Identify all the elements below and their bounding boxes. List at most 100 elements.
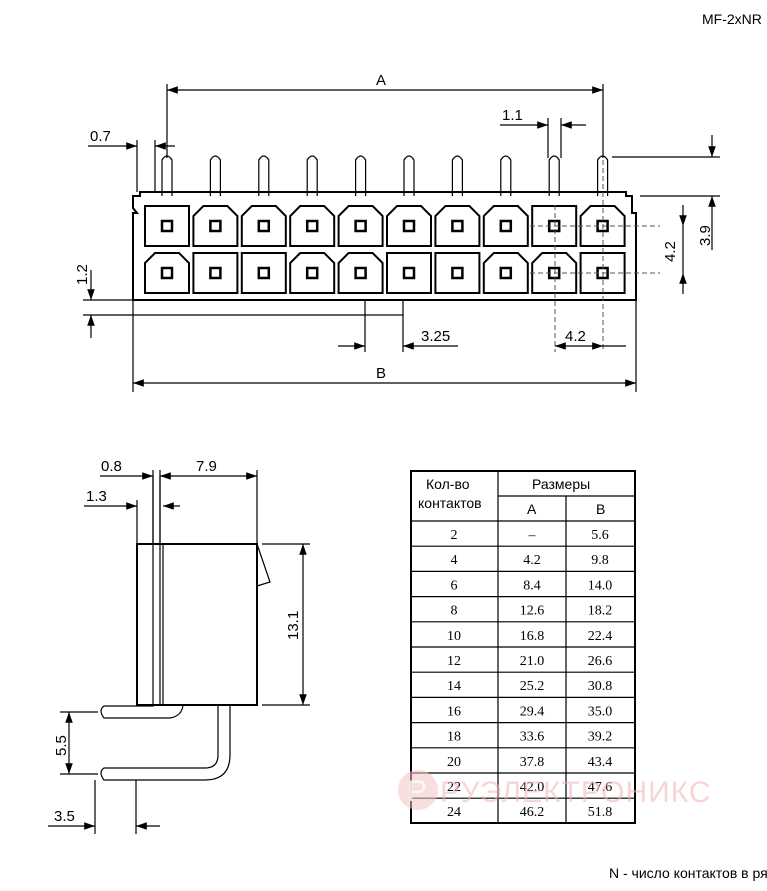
dim-5-5-label: 5.5 [53, 735, 70, 756]
watermark-logo: P [407, 775, 427, 808]
table-cell-a: 4.2 [523, 553, 541, 568]
contact-cavity [482, 205, 529, 247]
contact-terminal [257, 219, 271, 233]
contact-cavity [386, 252, 432, 294]
contact-cavity [192, 205, 239, 247]
contact-terminal [499, 219, 513, 233]
table-cell-n: 18 [447, 730, 461, 745]
contact-terminal [354, 219, 367, 233]
side-housing [136, 543, 258, 706]
table-header-b: B [596, 501, 605, 517]
table-cell-a: 29.4 [520, 704, 545, 719]
latch-nub [364, 299, 404, 316]
pin-short [100, 704, 184, 719]
table-cell-a: 8.4 [523, 578, 541, 593]
table-cell-b: 9.8 [591, 553, 609, 568]
table-cell-a: 21.0 [520, 654, 545, 669]
dim-3-5-label: 3.5 [54, 808, 75, 825]
pin [258, 155, 270, 196]
dim-0-7-label: 0.7 [90, 128, 111, 145]
contact-cavity [289, 205, 336, 247]
contact-cavity [531, 205, 578, 247]
pin [209, 155, 221, 196]
contact-terminal [209, 266, 222, 280]
watermark-text: РУЭЛЕКТРОНИКС [440, 776, 712, 809]
contact-terminal [257, 266, 271, 280]
contact-cavity [144, 205, 190, 247]
pin [355, 155, 367, 196]
table-cell-b: 39.2 [588, 730, 613, 745]
table-cell-n: 10 [447, 629, 461, 644]
table-cell-a: 25.2 [520, 679, 545, 694]
table-cell-a: 46.2 [520, 805, 545, 820]
contact-terminal [402, 219, 416, 233]
table-header-a: A [527, 501, 537, 517]
contact-cavity [482, 252, 529, 294]
table-cell-n: 22 [447, 780, 461, 795]
contact-terminal [305, 266, 319, 280]
dim-3-25-label: 3.25 [421, 328, 450, 345]
table-cell-a: 42.0 [520, 780, 545, 795]
contact-cavity [579, 252, 626, 294]
table-cell-n: 24 [447, 805, 461, 820]
pin [500, 155, 512, 196]
side-view: 0.8 7.9 1.3 13.1 5.5 3.5 [48, 458, 310, 834]
table-cell-b: 26.6 [588, 654, 613, 669]
dim-7-9-label: 7.9 [196, 458, 217, 475]
model-code: MF-2xNR [702, 11, 762, 27]
contact-cavity [192, 252, 239, 294]
table-cell-a: 12.6 [520, 604, 545, 619]
contact-cavity [434, 205, 481, 247]
table-header-count-2: контактов [418, 495, 482, 511]
dim-b-label: B [376, 365, 386, 382]
table-cell-b: 47.6 [588, 780, 613, 795]
contact-cavity [337, 205, 384, 247]
table-header-count-1: Кол-во [426, 476, 470, 492]
dim-a-label: A [376, 72, 386, 89]
pin [548, 155, 560, 196]
contact-terminal [160, 219, 174, 233]
table-cell-a: 37.8 [520, 755, 545, 770]
dim-1-2-label: 1.2 [74, 264, 91, 285]
contact-terminal [451, 219, 464, 233]
pin-row [161, 155, 609, 196]
contact-terminal [451, 266, 464, 280]
contact-cavity [289, 252, 336, 294]
table-cell-n: 4 [451, 553, 458, 568]
contact-cavity [434, 252, 481, 294]
table-cell-b: 35.0 [588, 704, 613, 719]
contact-cavity [240, 252, 287, 294]
table-cell-n: 14 [447, 679, 461, 694]
pin [161, 155, 173, 196]
contact-cavity [531, 252, 578, 294]
side-latch [256, 543, 271, 587]
contact-cavity [144, 252, 190, 294]
contact-terminal [354, 266, 367, 280]
table-cell-n: 2 [451, 528, 458, 543]
table-cell-b: 5.6 [591, 528, 609, 543]
table-cell-b: 30.8 [588, 679, 613, 694]
table-cell-n: 20 [447, 755, 461, 770]
table-cell-n: 8 [451, 604, 458, 619]
dim-3-9-label: 3.9 [697, 225, 714, 246]
table-cell-b: 14.0 [588, 578, 613, 593]
pin [451, 155, 463, 196]
footnote: N - число контактов в ряду [609, 865, 767, 881]
table-cell-b: 18.2 [588, 604, 613, 619]
contact-terminal [209, 219, 222, 233]
table-cell-b: 51.8 [588, 805, 613, 820]
contact-cavity [579, 205, 626, 247]
contact-cavity [386, 205, 432, 247]
dim-13-1-label: 13.1 [285, 611, 302, 640]
contact-terminal [499, 266, 513, 280]
contact-cavity [240, 205, 287, 247]
top-view: A 0.7 1.1 3.9 4.2 1.2 3.2 [74, 72, 720, 392]
table-cell-a: 33.6 [520, 730, 545, 745]
contact-terminal [160, 266, 174, 280]
pin [306, 155, 318, 196]
table-cell-n: 16 [447, 704, 461, 719]
pin [403, 155, 415, 196]
